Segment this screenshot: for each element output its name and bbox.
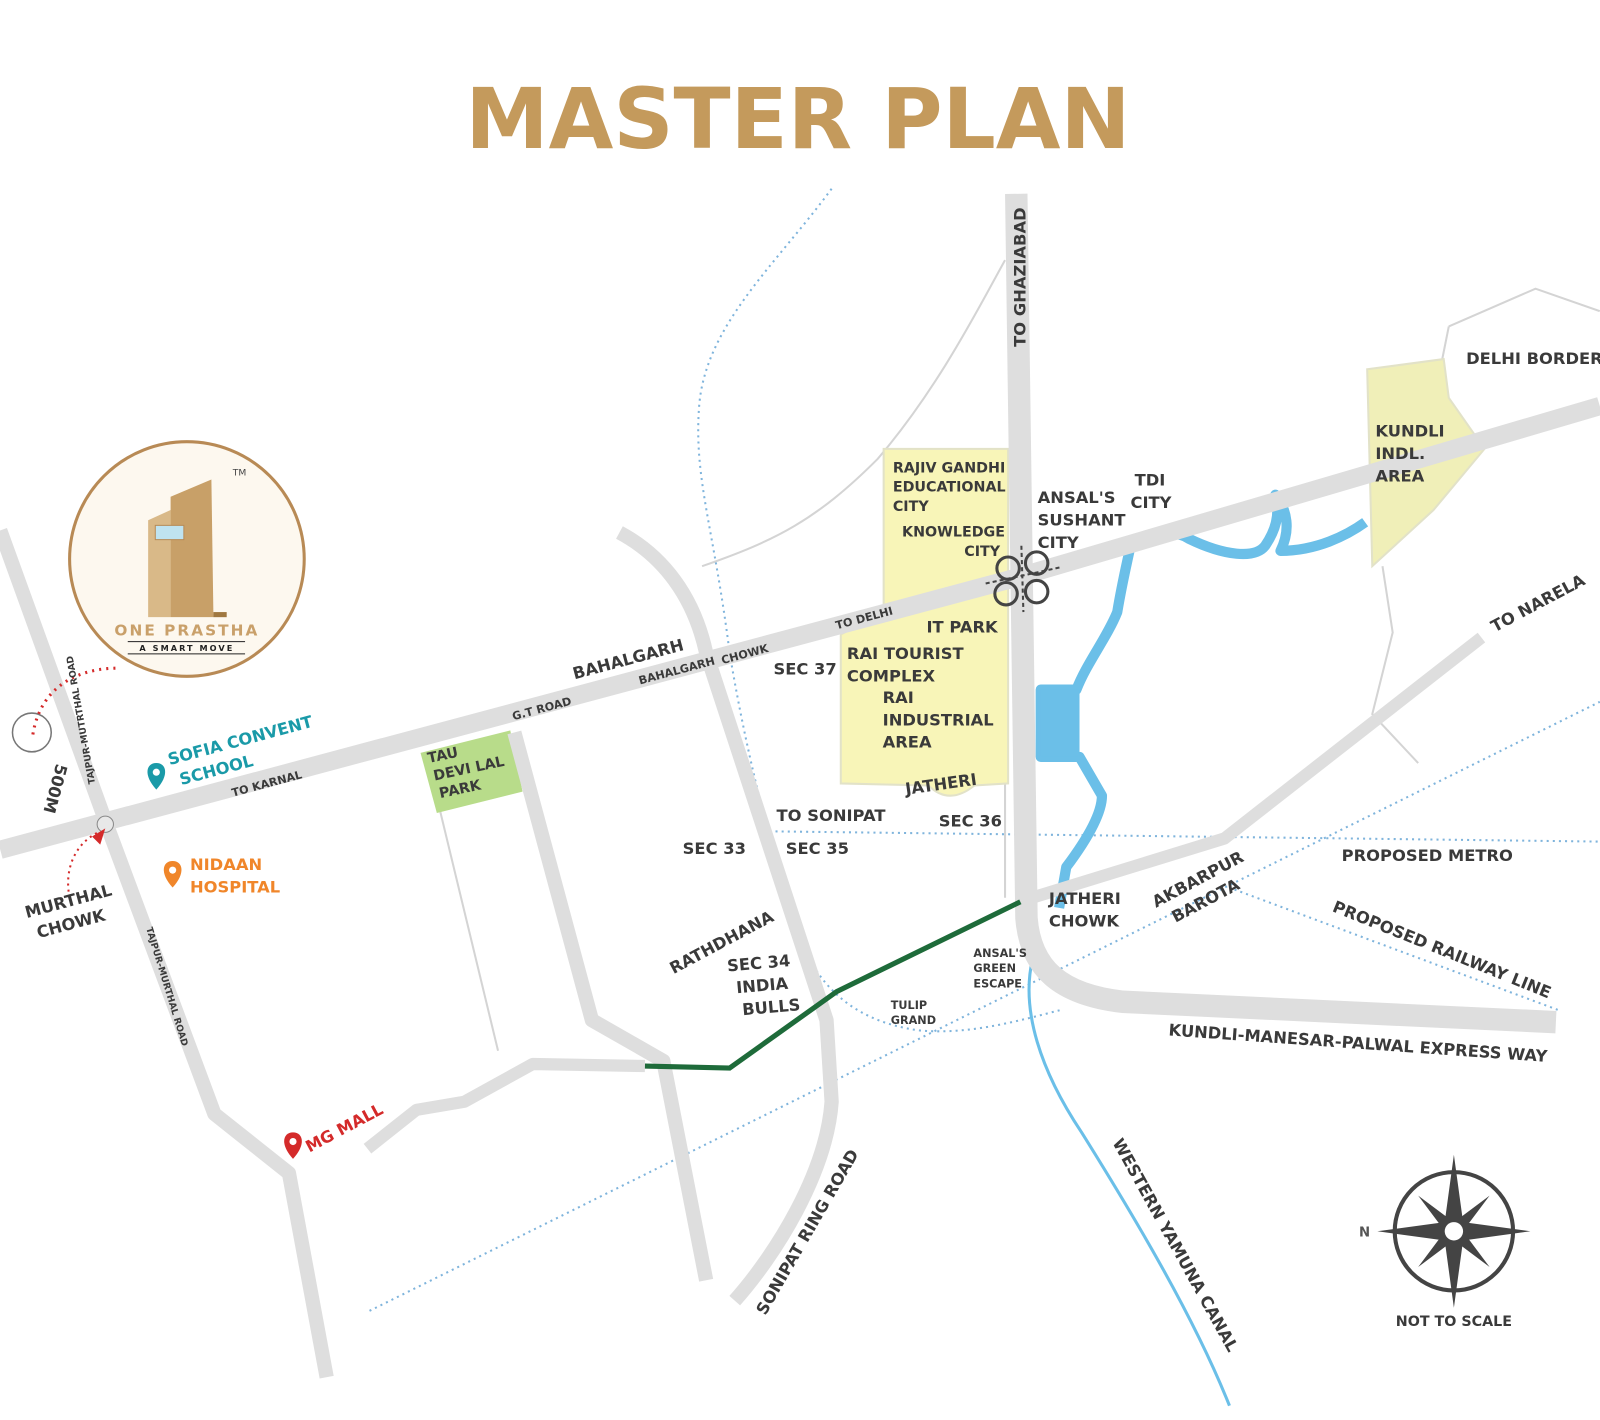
label-tajpur-road-lower: TAJPUR-MURTHAL ROAD bbox=[143, 926, 190, 1048]
svg-text:ESCAPE: ESCAPE bbox=[973, 977, 1022, 990]
label-not-to-scale: NOT TO SCALE bbox=[1396, 1314, 1512, 1330]
svg-text:SUSHANT: SUSHANT bbox=[1038, 510, 1127, 529]
svg-text:ANSAL'S: ANSAL'S bbox=[973, 947, 1027, 960]
hospital-pin-icon bbox=[163, 860, 182, 888]
label-sec-36: SEC 36 bbox=[939, 811, 1002, 830]
svg-text:AREA: AREA bbox=[1375, 466, 1424, 485]
page-title: MASTER PLAN bbox=[465, 70, 1130, 168]
label-to-sonipat: TO SONIPAT bbox=[777, 806, 887, 825]
label-to-ghaziabad: TO GHAZIABAD bbox=[1010, 207, 1029, 346]
label-rai-tourist: RAI TOURIST COMPLEX bbox=[847, 644, 965, 685]
svg-text:AREA: AREA bbox=[883, 733, 932, 752]
compass-n-label: N bbox=[1359, 1225, 1370, 1240]
proposed-metro-line bbox=[775, 830, 1600, 843]
mall-pin-icon bbox=[284, 1132, 302, 1159]
svg-text:CITY: CITY bbox=[964, 544, 1001, 560]
svg-text:INDIA: INDIA bbox=[735, 974, 789, 997]
svg-text:RAI: RAI bbox=[883, 688, 914, 707]
svg-text:TAU: TAU bbox=[426, 745, 459, 767]
label-sec-35: SEC 35 bbox=[786, 839, 849, 858]
label-sec-37: SEC 37 bbox=[773, 659, 836, 678]
label-tulip-grand: TULIP GRAND bbox=[891, 999, 936, 1027]
minor-road bbox=[701, 259, 1006, 568]
sonipat-ring-road[interactable] bbox=[615, 526, 839, 1306]
svg-text:RAI TOURIST: RAI TOURIST bbox=[847, 644, 965, 663]
label-delhi-border: DELHI BORDER bbox=[1466, 349, 1600, 368]
svg-text:CITY: CITY bbox=[893, 499, 930, 515]
svg-text:HOSPITAL: HOSPITAL bbox=[190, 878, 280, 897]
label-proposed-metro: PROPOSED METRO bbox=[1342, 846, 1513, 865]
label-nidaan-hospital: NIDAAN HOSPITAL bbox=[190, 855, 280, 896]
svg-text:CHOWK: CHOWK bbox=[1049, 911, 1120, 930]
svg-text:KNOWLEDGE: KNOWLEDGE bbox=[902, 525, 1005, 541]
label-to-narela: TO NARELA bbox=[1488, 570, 1589, 636]
label-distance-500m: 500M bbox=[39, 762, 70, 816]
label-kundli: KUNDLI INDL. AREA bbox=[1375, 422, 1444, 486]
label-rai-industrial: RAI INDUSTRIAL AREA bbox=[883, 688, 994, 752]
side-road[interactable] bbox=[363, 1057, 646, 1154]
minor-road bbox=[437, 805, 500, 1051]
svg-text:CITY: CITY bbox=[1038, 533, 1079, 552]
proposed-railway-line bbox=[1234, 888, 1559, 1011]
compass-icon bbox=[1377, 1154, 1531, 1308]
svg-text:GREEN: GREEN bbox=[973, 962, 1016, 975]
svg-text:BULLS: BULLS bbox=[741, 995, 801, 1019]
svg-text:GRAND: GRAND bbox=[891, 1014, 936, 1027]
label-proposed-railway: PROPOSED RAILWAY LINE bbox=[1330, 897, 1554, 1002]
svg-text:RAJIV GANDHI: RAJIV GANDHI bbox=[893, 460, 1005, 476]
svg-text:NIDAAN: NIDAAN bbox=[190, 855, 262, 874]
svg-text:INDUSTRIAL: INDUSTRIAL bbox=[883, 710, 994, 729]
svg-text:ANSAL'S: ANSAL'S bbox=[1038, 488, 1116, 507]
svg-text:SEC 34: SEC 34 bbox=[726, 951, 791, 975]
svg-text:A SMART MOVE: A SMART MOVE bbox=[139, 643, 234, 653]
svg-text:TM: TM bbox=[232, 467, 247, 478]
label-ansal-sushant: ANSAL'S SUSHANT CITY bbox=[1038, 488, 1127, 552]
svg-text:COMPLEX: COMPLEX bbox=[847, 666, 936, 685]
label-knowledge-city: KNOWLEDGE CITY bbox=[902, 525, 1005, 560]
delhi-border-line bbox=[1448, 287, 1600, 328]
label-rajiv-gandhi: RAJIV GANDHI EDUCATIONAL CITY bbox=[893, 460, 1006, 515]
metro-line-green bbox=[644, 899, 1022, 1071]
svg-text:JATHERI: JATHERI bbox=[1048, 889, 1121, 908]
svg-text:CITY: CITY bbox=[1131, 493, 1172, 512]
western-yamuna-canal bbox=[1027, 958, 1231, 1407]
svg-text:KUNDLI: KUNDLI bbox=[1375, 422, 1444, 441]
svg-text:EDUCATIONAL: EDUCATIONAL bbox=[893, 480, 1006, 496]
side-road[interactable] bbox=[507, 730, 714, 1282]
label-ansals-green-escape: ANSAL'S GREEN ESCAPE bbox=[973, 947, 1027, 991]
one-prastha-logo: TM ONE PRASTHA A SMART MOVE bbox=[68, 440, 306, 678]
label-jatheri-chowk: JATHERI CHOWK bbox=[1048, 889, 1121, 930]
tajpur-murthal-road[interactable] bbox=[0, 528, 334, 1379]
school-pin-icon bbox=[147, 763, 166, 790]
proposed-railway-line bbox=[369, 700, 1600, 1312]
ghaziabad-road-expressway[interactable] bbox=[1005, 193, 1557, 1034]
water-body bbox=[1040, 689, 1080, 757]
minor-road bbox=[1371, 566, 1419, 764]
murthal-chowk-marker bbox=[96, 815, 114, 833]
rai-industrial-zone bbox=[839, 447, 1010, 797]
cloverleaf-interchange-icon bbox=[985, 545, 1062, 613]
svg-text:TULIP: TULIP bbox=[891, 999, 927, 1012]
zoom-circle-icon bbox=[11, 712, 53, 753]
dotted-pointer bbox=[31, 666, 118, 735]
svg-text:TDI: TDI bbox=[1135, 471, 1166, 490]
tau-devi-lal-park bbox=[420, 730, 523, 814]
arrow-icon bbox=[92, 828, 106, 845]
label-it-park: IT PARK bbox=[926, 617, 999, 636]
label-western-yamuna-canal: WESTERN YAMUNA CANAL bbox=[1109, 1135, 1242, 1355]
svg-text:INDL.: INDL. bbox=[1375, 444, 1425, 463]
label-sec-33: SEC 33 bbox=[683, 839, 746, 858]
svg-text:ONE PRASTHA: ONE PRASTHA bbox=[114, 622, 259, 640]
narela-road[interactable] bbox=[1023, 632, 1486, 906]
label-tdi-city: TDI CITY bbox=[1131, 471, 1172, 512]
